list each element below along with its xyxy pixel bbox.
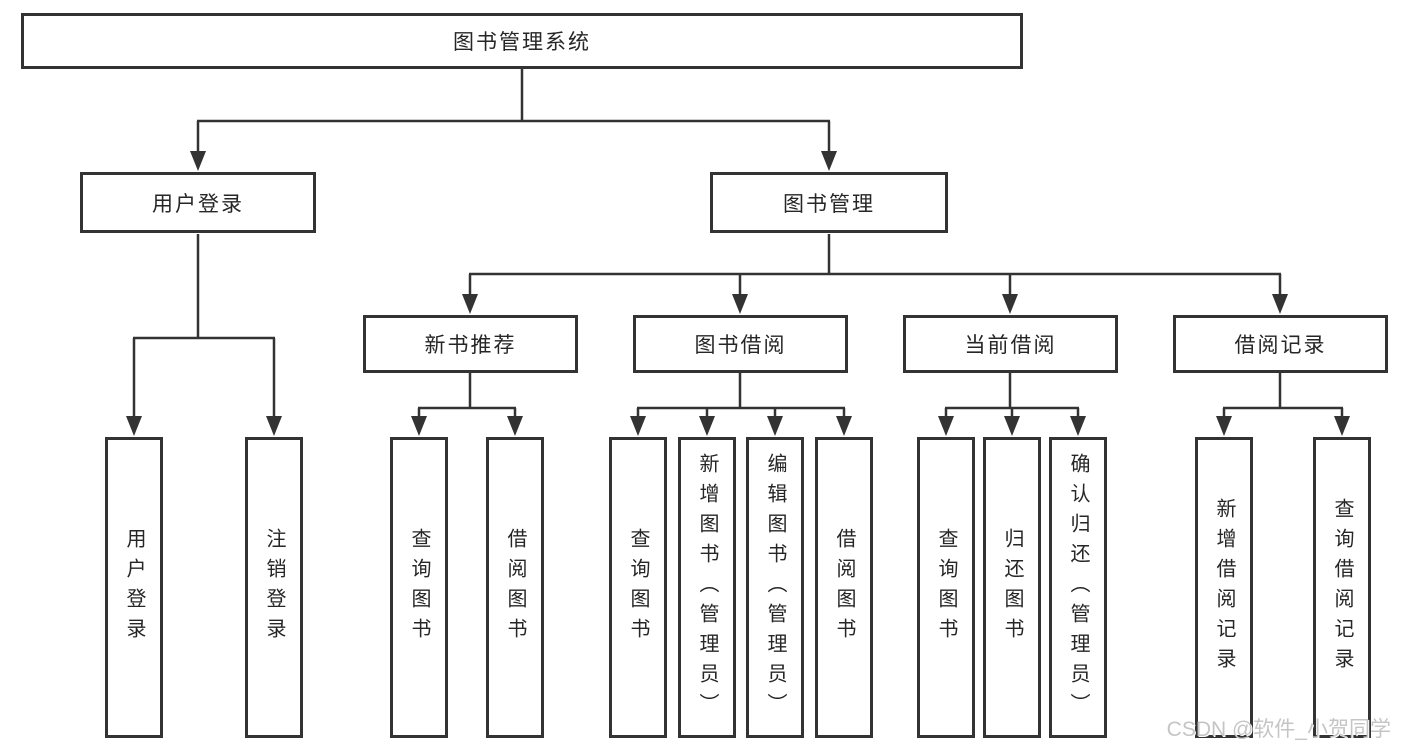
leaf-return-books-label: 归还图书 [1001,527,1023,648]
leaf-user-login-label: 用户登录 [123,527,145,648]
node-new-book-recommend: 新书推荐 [363,315,578,373]
leaf-borrow-books-recommend-label: 借阅图书 [504,527,526,648]
leaf-confirm-return-admin: 确认归还（管理员） [1049,437,1107,738]
node-user-login-label: 用户登录 [152,192,244,216]
leaf-query-books-recommend: 查询图书 [390,437,448,738]
node-current-borrow: 当前借阅 [903,315,1118,373]
leaf-logout-label: 注销登录 [263,527,285,648]
leaf-query-books-current-label: 查询图书 [935,527,957,648]
watermark: CSDN @软件_小贺同学 [1166,718,1391,741]
leaf-query-borrow-record: 查询借阅记录 [1313,437,1371,738]
leaf-query-books-borrow: 查询图书 [609,437,667,738]
node-book-management: 图书管理 [710,172,948,233]
leaf-add-book-admin: 新增图书（管理员） [678,437,736,738]
leaf-query-books-current: 查询图书 [917,437,975,738]
node-borrow-records: 借阅记录 [1173,315,1388,373]
node-book-management-label: 图书管理 [783,192,875,216]
leaf-borrow-books-borrow-label: 借阅图书 [833,527,855,648]
node-current-borrow-label: 当前借阅 [964,334,1057,357]
node-book-borrow-label: 图书借阅 [694,334,787,357]
leaf-query-books-recommend-label: 查询图书 [408,527,430,648]
leaf-logout: 注销登录 [245,437,303,738]
node-book-borrow: 图书借阅 [633,315,848,373]
leaf-add-borrow-record-label: 新增借阅记录 [1213,497,1235,678]
leaf-edit-book-admin-label: 编辑图书（管理员） [764,452,786,723]
leaf-edit-book-admin: 编辑图书（管理员） [746,437,804,738]
leaf-return-books: 归还图书 [983,437,1041,738]
leaf-query-borrow-record-label: 查询借阅记录 [1331,497,1353,678]
leaf-borrow-books-borrow: 借阅图书 [815,437,873,738]
node-root: 图书管理系统 [21,13,1023,69]
leaf-add-book-admin-label: 新增图书（管理员） [696,452,718,723]
leaf-confirm-return-admin-label: 确认归还（管理员） [1067,452,1089,723]
leaf-add-borrow-record: 新增借阅记录 [1195,437,1253,738]
leaf-borrow-books-recommend: 借阅图书 [486,437,544,738]
node-new-book-recommend-label: 新书推荐 [424,334,517,357]
node-root-label: 图书管理系统 [453,31,591,54]
leaf-query-books-borrow-label: 查询图书 [627,527,649,648]
node-borrow-records-label: 借阅记录 [1234,334,1327,357]
node-user-login: 用户登录 [80,172,316,233]
leaf-user-login: 用户登录 [105,437,163,738]
